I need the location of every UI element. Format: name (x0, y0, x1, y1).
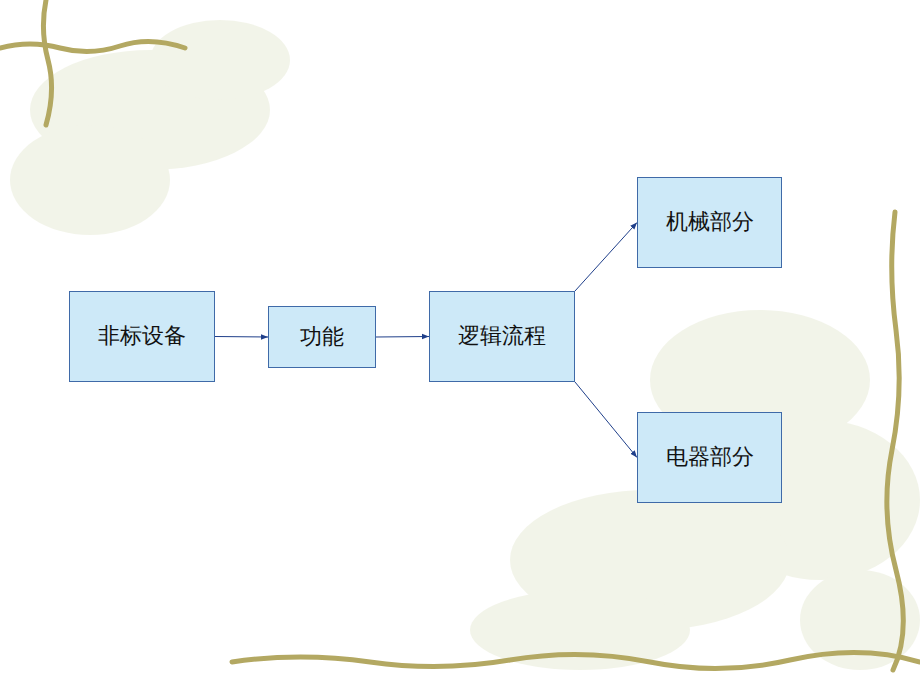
process-box: 电器部分 (637, 412, 782, 503)
box-label: 逻辑流程 (458, 323, 546, 349)
floral-watermark (10, 20, 920, 670)
flow-arrow (575, 382, 637, 458)
flow-arrow (215, 336, 268, 338)
box-label: 非标设备 (98, 323, 186, 349)
box-label: 功能 (300, 324, 344, 350)
process-box: 机械部分 (637, 177, 782, 268)
flow-arrow (575, 223, 637, 292)
process-box: 功能 (268, 306, 376, 368)
flow-arrow (376, 336, 429, 338)
process-box: 逻辑流程 (429, 291, 575, 382)
process-box: 非标设备 (69, 291, 215, 382)
vine-border (0, 0, 920, 670)
box-label: 电器部分 (666, 444, 754, 470)
box-label: 机械部分 (666, 209, 754, 235)
